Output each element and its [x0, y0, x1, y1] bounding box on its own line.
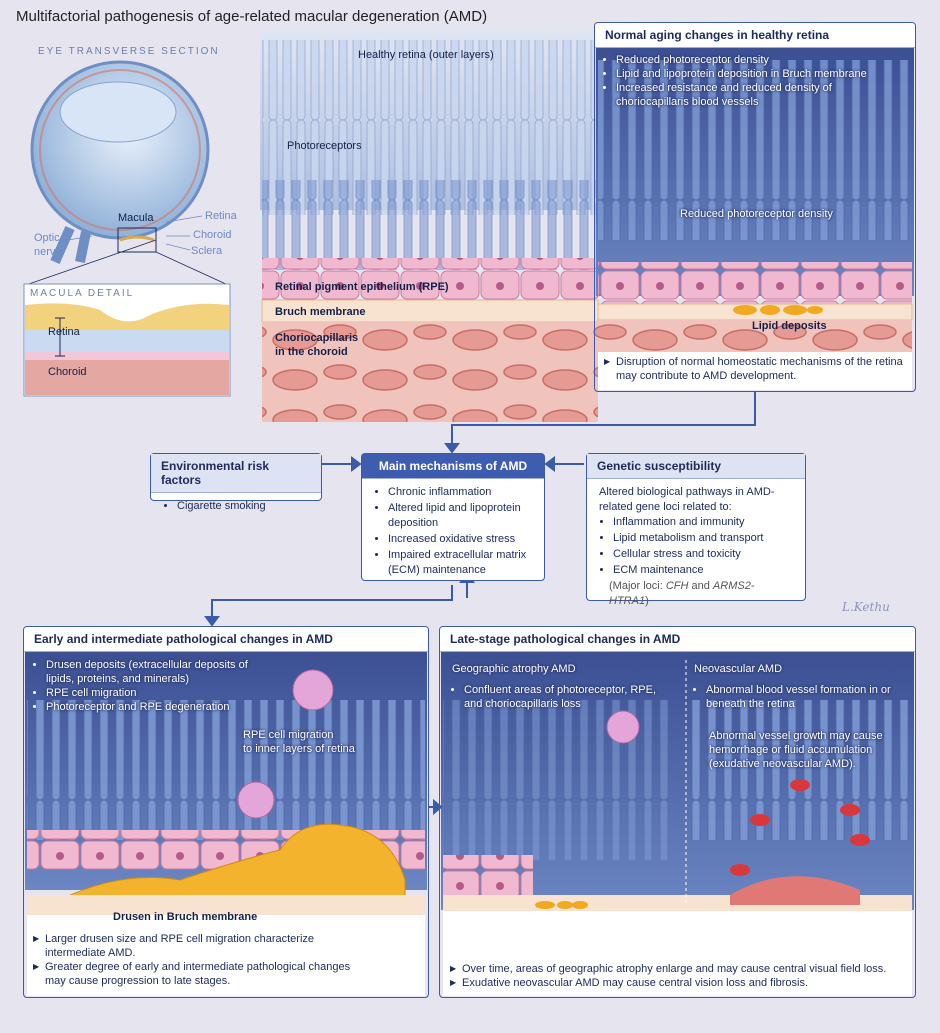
- healthy-retina-title: Healthy retina (outer layers): [358, 49, 494, 61]
- mechanism-item: Impaired extracellular matrix (ECM) main…: [388, 548, 532, 578]
- late-note: Over time, areas of geographic atrophy e…: [450, 962, 910, 976]
- genetic-item: Lipid metabolism and transport: [613, 531, 793, 546]
- normal-aging-bullets: Reduced photoreceptor density Lipid and …: [604, 53, 904, 109]
- ga-bullets: Confluent areas of photoreceptor, RPE, a…: [452, 683, 672, 711]
- early-bullet: Photoreceptor and RPE degeneration: [46, 700, 264, 714]
- nv-bullets: Abnormal blood vessel formation in or be…: [694, 683, 904, 711]
- mechanism-item: Altered lipid and lipoprotein deposition: [388, 501, 532, 531]
- retina-label: Retina: [205, 210, 237, 222]
- early-note: Greater degree of early and intermediate…: [33, 960, 353, 988]
- choriocapillaris-label-2: in the choroid: [275, 346, 348, 358]
- genetic-item: Inflammation and immunity: [613, 515, 793, 530]
- healthy-retina-illustration: [260, 30, 600, 422]
- major-loci-and: and: [688, 580, 713, 592]
- mechanisms-title: Main mechanisms of AMD: [362, 454, 544, 479]
- bruch-label: Bruch membrane: [275, 306, 366, 318]
- early-panel: Early and intermediate pathological chan…: [23, 626, 429, 998]
- optic-nerve-label-2: nerve: [34, 246, 62, 258]
- genetic-intro: Altered biological pathways in AMD-relat…: [599, 486, 775, 513]
- macula-detail-illustration: [23, 283, 231, 397]
- late-notes: Over time, areas of geographic atrophy e…: [450, 962, 910, 990]
- genetic-body: Altered biological pathways in AMD-relat…: [587, 479, 805, 615]
- sclera-label: Sclera: [191, 245, 223, 257]
- genetic-item: Cellular stress and toxicity: [613, 547, 793, 562]
- eye-section-illustration: [25, 60, 229, 286]
- normal-aging-note: Disruption of normal homeostatic mechani…: [604, 355, 904, 383]
- optic-nerve-label-1: Optic: [34, 232, 60, 244]
- early-title: Early and intermediate pathological chan…: [24, 627, 428, 652]
- genetic-major-loci: (Major loci: CFH and ARMS2-HTRA1): [599, 579, 793, 609]
- eye-section-label: EYE TRANSVERSE SECTION: [38, 46, 220, 57]
- genetic-title: Genetic susceptibility: [587, 454, 805, 479]
- mechanism-item: Increased oxidative stress: [388, 532, 532, 547]
- page-title: Multifactorial pathogenesis of age-relat…: [16, 8, 488, 25]
- major-loci-cfh: CFH: [665, 580, 689, 592]
- early-bullet: RPE cell migration: [46, 686, 264, 700]
- late-title: Late-stage pathological changes in AMD: [440, 627, 915, 652]
- signature: L.Kethu: [842, 600, 890, 614]
- normal-aging-panel: Normal aging changes in healthy retina: [594, 22, 916, 392]
- rpe-migration-label-1: RPE cell migration: [243, 729, 334, 741]
- ga-title: Geographic atrophy AMD: [452, 663, 576, 675]
- nv-note: Abnormal vessel growth may cause hemorrh…: [709, 730, 883, 770]
- mechanism-item: Chronic inflammation: [388, 485, 532, 500]
- mechanisms-body: Chronic inflammation Altered lipid and l…: [362, 479, 544, 585]
- environmental-item: Cigarette smoking: [177, 499, 309, 514]
- rpe-label: Retinal pigment epithelium (RPE): [275, 281, 449, 293]
- early-note: Larger drusen size and RPE cell migratio…: [33, 932, 353, 960]
- normal-aging-bullet: Increased resistance and reduced density…: [616, 81, 904, 109]
- lipid-deposits-label: Lipid deposits: [752, 320, 827, 332]
- reduced-density-label: Reduced photoreceptor density: [680, 208, 833, 220]
- late-panel: Late-stage pathological changes in AMD: [439, 626, 916, 998]
- normal-aging-bullet: Reduced photoreceptor density: [616, 53, 904, 67]
- photoreceptors-label: Photoreceptors: [287, 140, 362, 152]
- early-notes: Larger drusen size and RPE cell migratio…: [33, 932, 353, 988]
- ga-bullet: Confluent areas of photoreceptor, RPE, a…: [464, 683, 672, 711]
- macula-detail-label: MACULA DETAIL: [30, 288, 135, 299]
- genetic-item: ECM maintenance: [613, 563, 793, 578]
- major-loci-arms2: ARMS2-HTRA1: [609, 580, 755, 607]
- environmental-body: Cigarette smoking: [151, 493, 321, 521]
- normal-aging-title: Normal aging changes in healthy retina: [595, 23, 915, 48]
- normal-aging-note-text: Disruption of normal homeostatic mechani…: [604, 355, 904, 383]
- early-bullet: Drusen deposits (extracellular deposits …: [46, 658, 264, 686]
- normal-aging-illustration: [596, 46, 914, 390]
- macula-choroid-label: Choroid: [48, 366, 87, 378]
- normal-aging-bullet: Lipid and lipoprotein deposition in Bruc…: [616, 67, 904, 81]
- macula-label: Macula: [118, 212, 154, 224]
- macula-retina-label: Retina: [48, 326, 80, 338]
- genetic-box: Genetic susceptibility Altered biologica…: [586, 453, 806, 607]
- early-bullets: Drusen deposits (extracellular deposits …: [34, 658, 264, 714]
- major-loci-prefix: (Major loci:: [609, 580, 666, 592]
- drusen-label: Drusen in Bruch membrane: [113, 911, 258, 923]
- choroid-label: Choroid: [193, 229, 232, 241]
- choriocapillaris-label-1: Choriocapillaris: [275, 332, 359, 344]
- major-loci-suffix: ): [645, 595, 649, 607]
- environmental-title: Environmental risk factors: [151, 454, 321, 493]
- late-note: Exudative neovascular AMD may cause cent…: [450, 976, 910, 990]
- nv-bullet: Abnormal blood vessel formation in or be…: [706, 683, 904, 711]
- mechanisms-box: Main mechanisms of AMD Chronic inflammat…: [361, 453, 545, 581]
- environmental-box: Environmental risk factors Cigarette smo…: [150, 453, 322, 512]
- rpe-migration-label-2: to inner layers of retina: [243, 743, 355, 755]
- nv-title: Neovascular AMD: [694, 663, 783, 675]
